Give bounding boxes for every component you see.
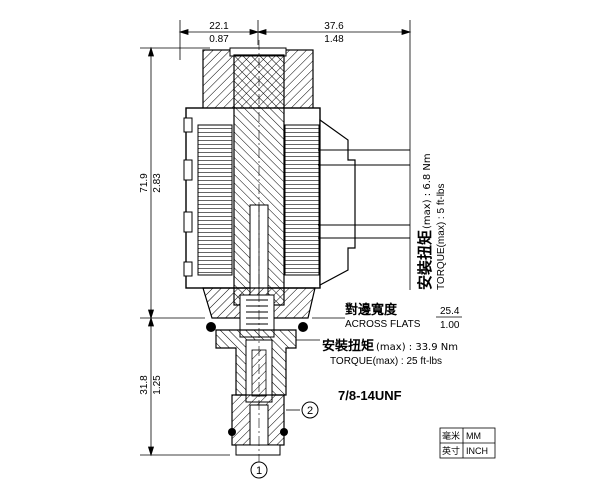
thread-spec: 7/8-14UNF: [338, 388, 402, 403]
dim-left-lower-mm: 31.8: [139, 375, 150, 395]
dim-left-upper-mm: 71.9: [139, 173, 150, 193]
dim-top-right-in: 1.48: [324, 34, 344, 45]
across-flats-in: 1.00: [440, 320, 460, 331]
body-torque-label: 安裝扭矩(max) : 33.9 Nm TORQUE(max) : 25 ft-…: [296, 338, 458, 367]
dim-top-left-in: 0.87: [209, 34, 229, 45]
across-flats-en: ACROSS FLATS: [345, 319, 421, 330]
body-torque-en: TORQUE(max) : 25 ft-lbs: [330, 356, 442, 367]
units-legend: 毫米 MM 英寸 INCH: [439, 427, 496, 459]
coil-torque-cn: 安裝扭矩(max) : 6.8 Nm: [416, 153, 434, 290]
legend-inch-cn: 英寸: [442, 445, 460, 457]
port-2-marker: 2: [301, 401, 319, 419]
svg-text:1: 1: [256, 465, 262, 477]
body-torque-cn: 安裝扭矩(max) : 33.9 Nm: [322, 338, 458, 354]
valve-cross-section: [183, 40, 410, 462]
svg-text:2: 2: [307, 405, 313, 417]
port-1-marker: 1: [250, 461, 268, 479]
dim-top-left-mm: 22.1: [209, 21, 229, 32]
dim-left-lower-in: 1.25: [152, 375, 163, 395]
legend-mm-cn: 毫米: [442, 430, 460, 442]
legend-inch: INCH: [466, 446, 488, 456]
dim-top-right-mm: 37.6: [324, 21, 344, 32]
across-flats-label: 對邊寬度 ACROSS FLATS 25.4 1.00: [312, 302, 462, 331]
coil-torque-en: TORQUE(max) : 5 ft-lbs: [436, 184, 447, 291]
left-dimensions: [140, 46, 230, 457]
legend-mm: MM: [466, 431, 481, 441]
across-flats-cn: 對邊寬度: [345, 302, 398, 318]
top-dimensions: [178, 20, 412, 95]
across-flats-mm: 25.4: [440, 306, 460, 317]
dim-left-upper-in: 2.83: [152, 173, 163, 193]
coil-torque-label: 安裝扭矩(max) : 6.8 Nm TORQUE(max) : 5 ft-lb…: [409, 95, 447, 291]
